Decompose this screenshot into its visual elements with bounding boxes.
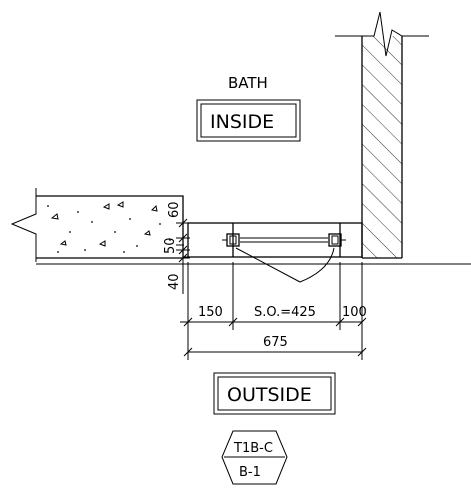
dimension-60: 60 xyxy=(167,201,182,218)
dimension-50: 50 xyxy=(163,237,178,254)
total-dimension xyxy=(183,330,367,360)
outside-label-box xyxy=(213,372,336,415)
tag-detail-text: B-1 xyxy=(239,465,261,480)
inside-label-box xyxy=(196,99,301,142)
inside-label: INSIDE xyxy=(210,111,274,133)
hatched-wall xyxy=(335,11,429,259)
vertical-dimension xyxy=(176,196,190,294)
slab-break-line xyxy=(10,188,37,262)
concrete-aggregate xyxy=(47,201,171,253)
concrete-slab xyxy=(10,188,184,262)
room-label: BATH xyxy=(228,74,268,92)
dimension-150: 150 xyxy=(198,305,223,320)
window-frame xyxy=(183,222,363,258)
dimension-675: 675 xyxy=(263,335,288,350)
wall-break-line xyxy=(335,11,429,57)
outside-label: OUTSIDE xyxy=(227,384,312,406)
window-sash xyxy=(222,233,346,247)
tag-type-text: T1B-C xyxy=(233,441,273,456)
window-type-tag xyxy=(221,430,288,485)
horizontal-dimension-row xyxy=(180,262,367,330)
dimension-40: 40 xyxy=(167,273,182,290)
swing-indicator xyxy=(235,247,335,283)
dimension-opening: S.O.=425 xyxy=(254,305,316,320)
dimension-100: 100 xyxy=(342,305,367,320)
